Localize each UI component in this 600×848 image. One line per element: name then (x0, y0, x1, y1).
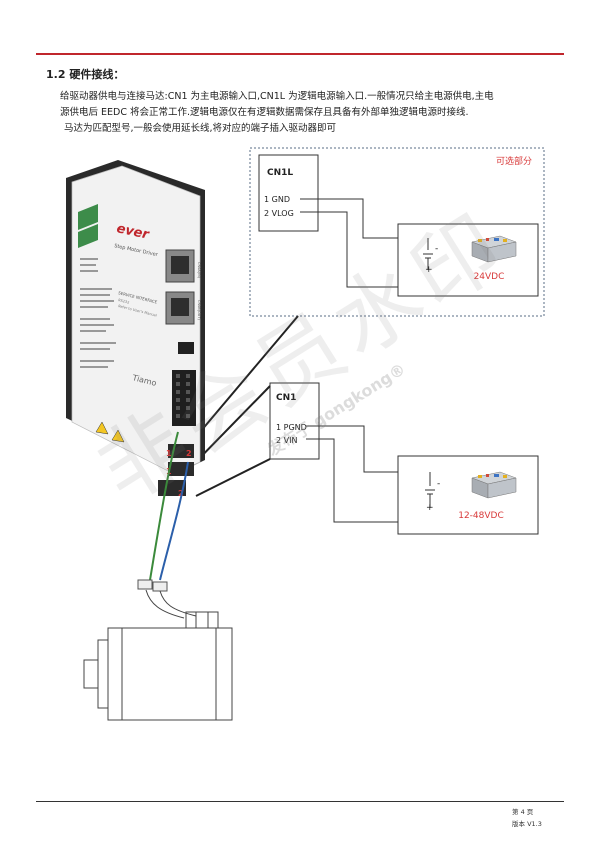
psu-main-icon (471, 471, 517, 499)
pin-label-2: 2 (186, 449, 192, 458)
cn1-pin-vin: 2 VIN (276, 436, 297, 445)
driver-unit: ever Step Motor Driver SERVICE INTERFACE… (66, 160, 205, 498)
port-label-out: CN4B(OUT) (197, 300, 201, 321)
motor-connector-2 (152, 581, 168, 592)
section-title: 1.2 硬件接线： (46, 68, 125, 81)
port-label-in: CN4A(IN) (197, 262, 201, 279)
cn1-title: CN1 (276, 393, 296, 403)
psu-24v-minus: - (435, 244, 438, 254)
footer-rule (36, 801, 564, 802)
psu-main-voltage: 12-48VDC (458, 511, 504, 521)
psu-main-box (397, 455, 539, 535)
psu-main-minus: - (437, 479, 440, 489)
footer-version: 版本 V1.3 (512, 820, 542, 828)
service-interface-line-1: RS232 (118, 298, 130, 305)
cn1-wire-pgnd (306, 425, 430, 473)
cn1l-pin-vlog: 2 VLOG (264, 209, 294, 218)
motor-cable-blue (159, 461, 189, 581)
psu-24v-box (397, 223, 539, 297)
pin-label-1: 1 (166, 449, 172, 458)
cn1l-pin-gnd: 1 GND (264, 195, 290, 204)
psu-main-plus: + (426, 503, 434, 513)
cn1l-title: CN1L (267, 168, 293, 178)
paragraph-line-2: 源供电后 EEDC 将会正常工作.逻辑电源仅在有逻辑数据需保存且具备有外部单独逻… (60, 107, 469, 118)
optional-section-label: 可选部分 (496, 155, 532, 167)
warning-icon (111, 429, 125, 443)
optional-section-box (249, 147, 545, 317)
paragraph-line-1: 给驱动器供电与连接马达:CN1 为主电源输入口,CN1L 为逻辑电源输入口.一般… (60, 91, 494, 102)
callout-line-cn1-bottom (195, 458, 271, 497)
header-rule (36, 53, 564, 55)
cn1l-wire-gnd (300, 198, 428, 239)
psu-24v-plus: + (425, 265, 433, 275)
motor-lead-1 (145, 589, 185, 619)
paragraph-line-3: 马达为匹配型号,一般会使用延长线,将对应的端子插入驱动器即可 (64, 123, 337, 134)
psu-24v-voltage: 24VDC (474, 272, 505, 282)
cn1-connector (269, 382, 320, 460)
motor-cable-green (149, 431, 179, 581)
stepper-motor (83, 611, 233, 721)
motor-connector-1 (137, 579, 153, 590)
cn1l-connector (258, 154, 319, 232)
dip-switch (178, 342, 194, 354)
footer-page-number: 第 4 页 (512, 808, 534, 816)
motor-lead-2 (159, 590, 197, 617)
psu-24v-icon (471, 235, 517, 263)
warning-icon (95, 421, 109, 435)
cn1-pin-pgnd: 1 PGND (276, 423, 307, 432)
driver-brand-logo: ever (115, 221, 151, 243)
